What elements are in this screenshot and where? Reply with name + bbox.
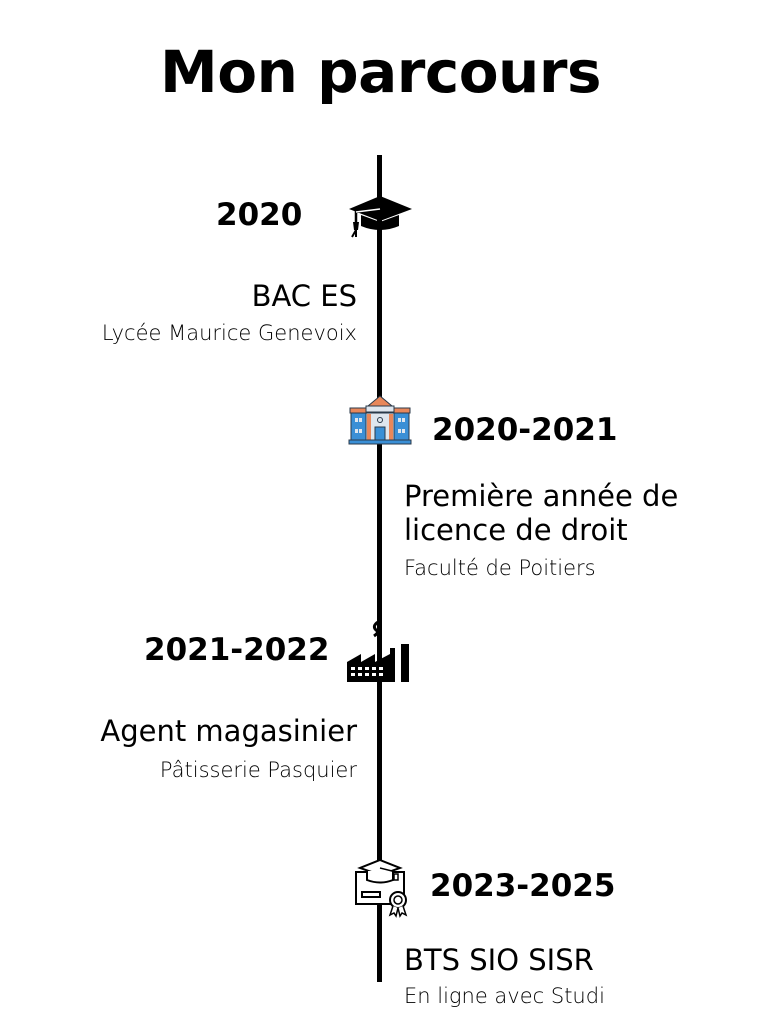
event-year: 2020-2021 bbox=[432, 412, 618, 448]
event-title-line-2: licence de droit bbox=[404, 513, 628, 547]
diploma-certificate-icon bbox=[352, 858, 414, 918]
university-building-icon bbox=[348, 394, 412, 446]
page-title: Mon parcours bbox=[160, 38, 601, 106]
event-title-line-1: Première année de bbox=[404, 479, 679, 513]
event-year: 2021-2022 bbox=[144, 632, 330, 668]
graduation-cap-icon bbox=[346, 190, 414, 240]
event-title: Agent magasinier bbox=[100, 714, 357, 748]
event-year: 2020 bbox=[216, 197, 303, 233]
timeline-line bbox=[377, 155, 382, 982]
event-place: Faculté de Poitiers bbox=[404, 556, 596, 580]
event-title: BTS SIO SISR bbox=[404, 943, 594, 977]
event-place: En ligne avec Studi bbox=[404, 984, 605, 1008]
factory-icon bbox=[344, 618, 412, 684]
event-title: BAC ES bbox=[251, 279, 357, 313]
event-place: Pâtisserie Pasquier bbox=[159, 758, 357, 782]
event-year: 2023-2025 bbox=[430, 868, 616, 904]
event-place: Lycée Maurice Genevoix bbox=[101, 321, 357, 345]
